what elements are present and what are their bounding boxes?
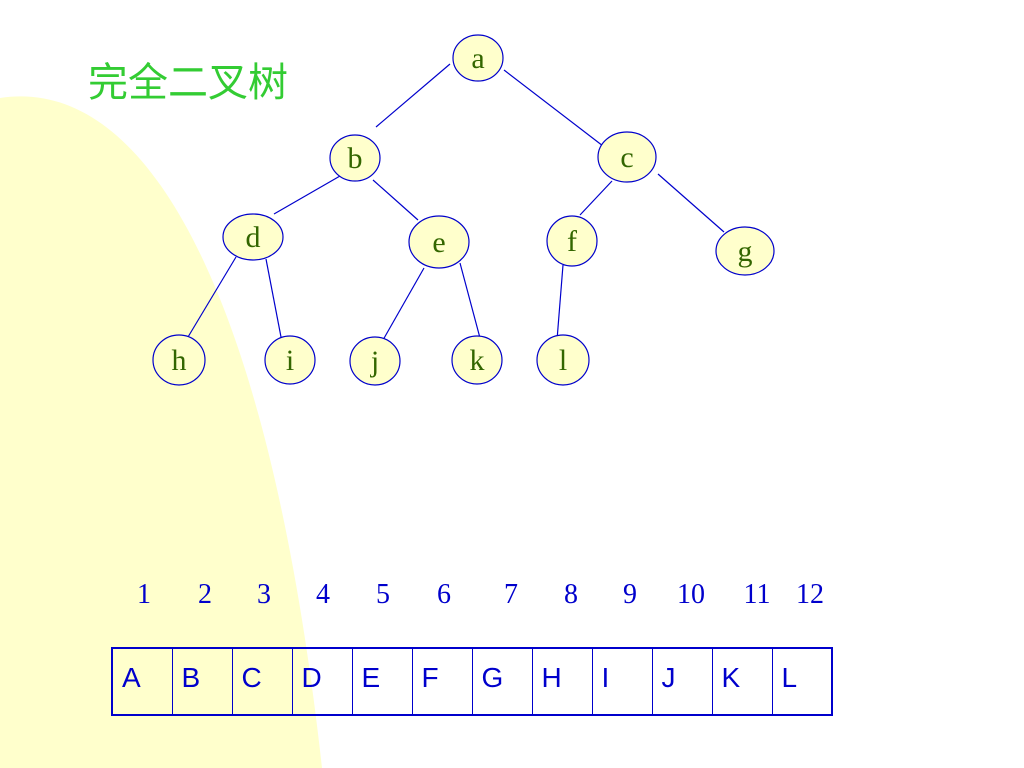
tree-node-c: c bbox=[597, 131, 657, 183]
tree-node-e: e bbox=[408, 215, 470, 269]
tree-edges bbox=[187, 63, 725, 341]
array-index: 8 bbox=[564, 579, 578, 610]
array-index: 1 bbox=[137, 579, 151, 610]
array-index: 9 bbox=[623, 579, 637, 610]
array-cell: K bbox=[711, 647, 773, 716]
tree-node-label: a bbox=[471, 42, 484, 75]
tree-node-label: l bbox=[559, 344, 567, 377]
edge-e-j bbox=[382, 267, 425, 341]
tree-nodes: a b c d e f g bbox=[152, 34, 775, 386]
edge-d-i bbox=[265, 258, 282, 338]
tree-node-label: j bbox=[370, 345, 379, 378]
tree-node-label: d bbox=[246, 221, 261, 254]
array-row: A B C D E F G H I J K L bbox=[111, 647, 833, 716]
array-index: 4 bbox=[316, 579, 330, 610]
tree-node-label: h bbox=[172, 344, 187, 377]
edge-e-k bbox=[459, 262, 481, 339]
array-index: 2 bbox=[198, 579, 212, 610]
tree-node-label: f bbox=[567, 225, 577, 258]
edge-a-b bbox=[375, 63, 451, 128]
array-cell: F bbox=[411, 647, 473, 716]
array-cell: E bbox=[351, 647, 413, 716]
tree-node-label: e bbox=[432, 226, 445, 259]
edge-a-c bbox=[503, 69, 604, 147]
array-cell: J bbox=[651, 647, 713, 716]
tree-node-d: d bbox=[222, 213, 284, 261]
array-cell: I bbox=[591, 647, 653, 716]
edge-d-h bbox=[187, 256, 237, 338]
array-index: 12 bbox=[796, 579, 824, 610]
array-index: 6 bbox=[437, 579, 451, 610]
edge-c-g bbox=[657, 173, 725, 233]
array-cell: A bbox=[111, 647, 173, 716]
tree-node-i: i bbox=[264, 335, 316, 385]
array-cell: L bbox=[771, 647, 833, 716]
array-index: 5 bbox=[376, 579, 390, 610]
tree-node-j: j bbox=[349, 336, 401, 386]
array-cell: D bbox=[291, 647, 353, 716]
slide-title: 完全二叉树 bbox=[88, 60, 288, 106]
tree-node-b: b bbox=[329, 134, 381, 182]
tree-node-label: c bbox=[620, 141, 633, 174]
tree-node-label: i bbox=[286, 344, 294, 377]
array-index: 11 bbox=[743, 579, 771, 610]
edge-c-f bbox=[579, 180, 613, 216]
tree-node-label: g bbox=[738, 235, 753, 268]
array-cell: B bbox=[171, 647, 233, 716]
tree-node-label: k bbox=[470, 344, 485, 377]
array-cell: C bbox=[231, 647, 293, 716]
tree-node-label: b bbox=[348, 142, 363, 175]
array-index: 3 bbox=[257, 579, 271, 610]
tree-node-a: a bbox=[452, 34, 504, 82]
edge-f-l bbox=[556, 264, 564, 341]
array-cell: H bbox=[531, 647, 593, 716]
tree-node-l: l bbox=[536, 334, 590, 386]
array-index: 7 bbox=[504, 579, 518, 610]
edge-b-e bbox=[372, 179, 419, 221]
array-cell: G bbox=[471, 647, 533, 716]
array-index: 10 bbox=[677, 579, 705, 610]
tree-node-g: g bbox=[715, 226, 775, 276]
tree-node-f: f bbox=[546, 215, 598, 267]
tree-node-h: h bbox=[152, 334, 206, 386]
edge-b-d bbox=[273, 175, 341, 215]
tree-node-k: k bbox=[451, 335, 503, 385]
array-table: A B C D E F G H I J K L bbox=[111, 647, 833, 716]
